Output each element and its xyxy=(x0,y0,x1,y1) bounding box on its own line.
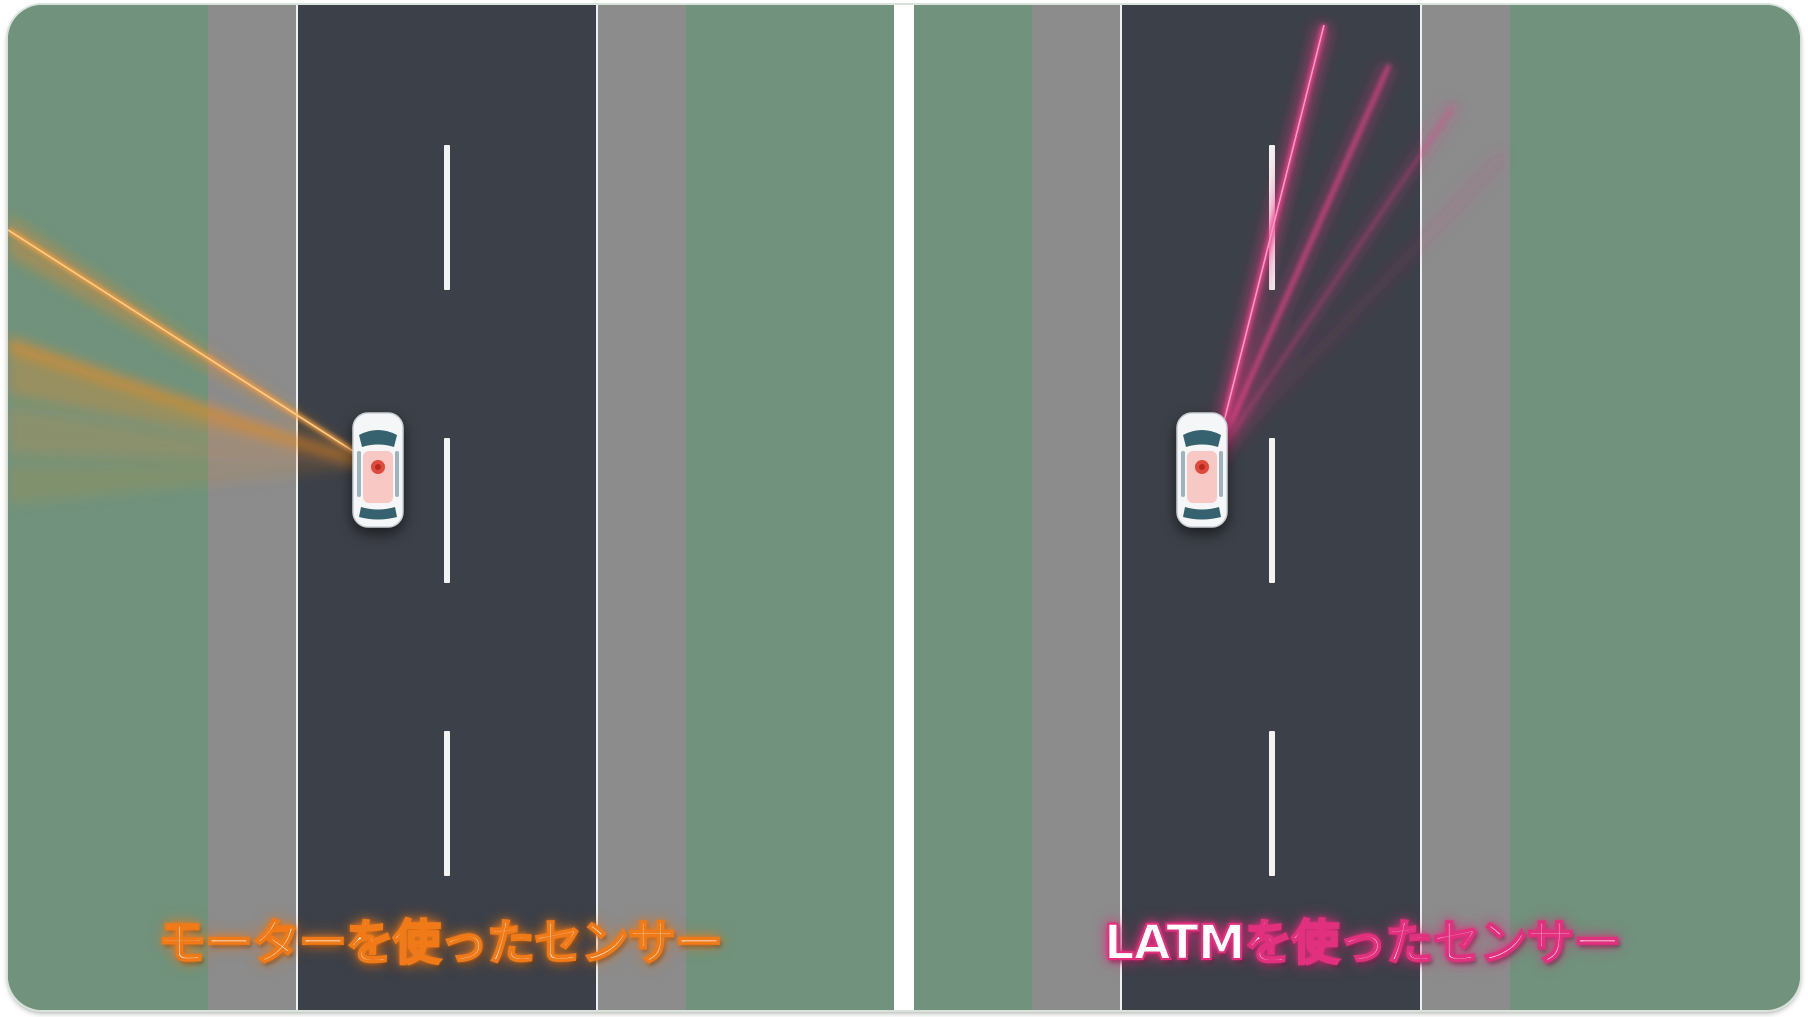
lane-dash xyxy=(444,438,450,583)
lane-dash xyxy=(1269,731,1275,876)
shoulder-left xyxy=(208,5,296,1010)
road-edge-line-right xyxy=(1420,5,1422,1010)
grass-right xyxy=(1510,5,1800,1010)
laser-beams-fixed xyxy=(1207,23,1508,465)
lane-dash xyxy=(1269,438,1275,583)
latm-sensor-scene: LATMを使ったセンサー xyxy=(914,5,1800,1010)
beam-trail xyxy=(8,215,380,505)
road-edge-line-right xyxy=(596,5,598,1010)
grass-left xyxy=(8,5,208,1010)
motor-sensor-scene: モーターを使ったセンサー xyxy=(8,5,894,1010)
lane-dash xyxy=(444,731,450,876)
shoulder-left xyxy=(1032,5,1120,1010)
grass-right xyxy=(686,5,894,1010)
shoulder-right xyxy=(1422,5,1510,1010)
lane-dash xyxy=(444,145,450,290)
comparison-frame: モーターを使ったセンサー xyxy=(8,5,1800,1010)
shoulder-right xyxy=(598,5,686,1010)
car-icon xyxy=(352,412,404,528)
road-edge-line-left xyxy=(1120,5,1122,1010)
main-beam-core xyxy=(8,229,379,468)
latm-sensor-caption: LATMを使ったセンサー xyxy=(1103,914,1623,972)
motor-sensor-caption: モーターを使ったセンサー xyxy=(157,914,724,972)
panel-divider xyxy=(894,5,914,1010)
car-icon xyxy=(1176,412,1228,528)
main-beam-core xyxy=(1213,24,1325,462)
road-edge-line-left xyxy=(296,5,298,1010)
laser-beams-sweep xyxy=(8,215,380,505)
grass-left xyxy=(914,5,1032,1010)
